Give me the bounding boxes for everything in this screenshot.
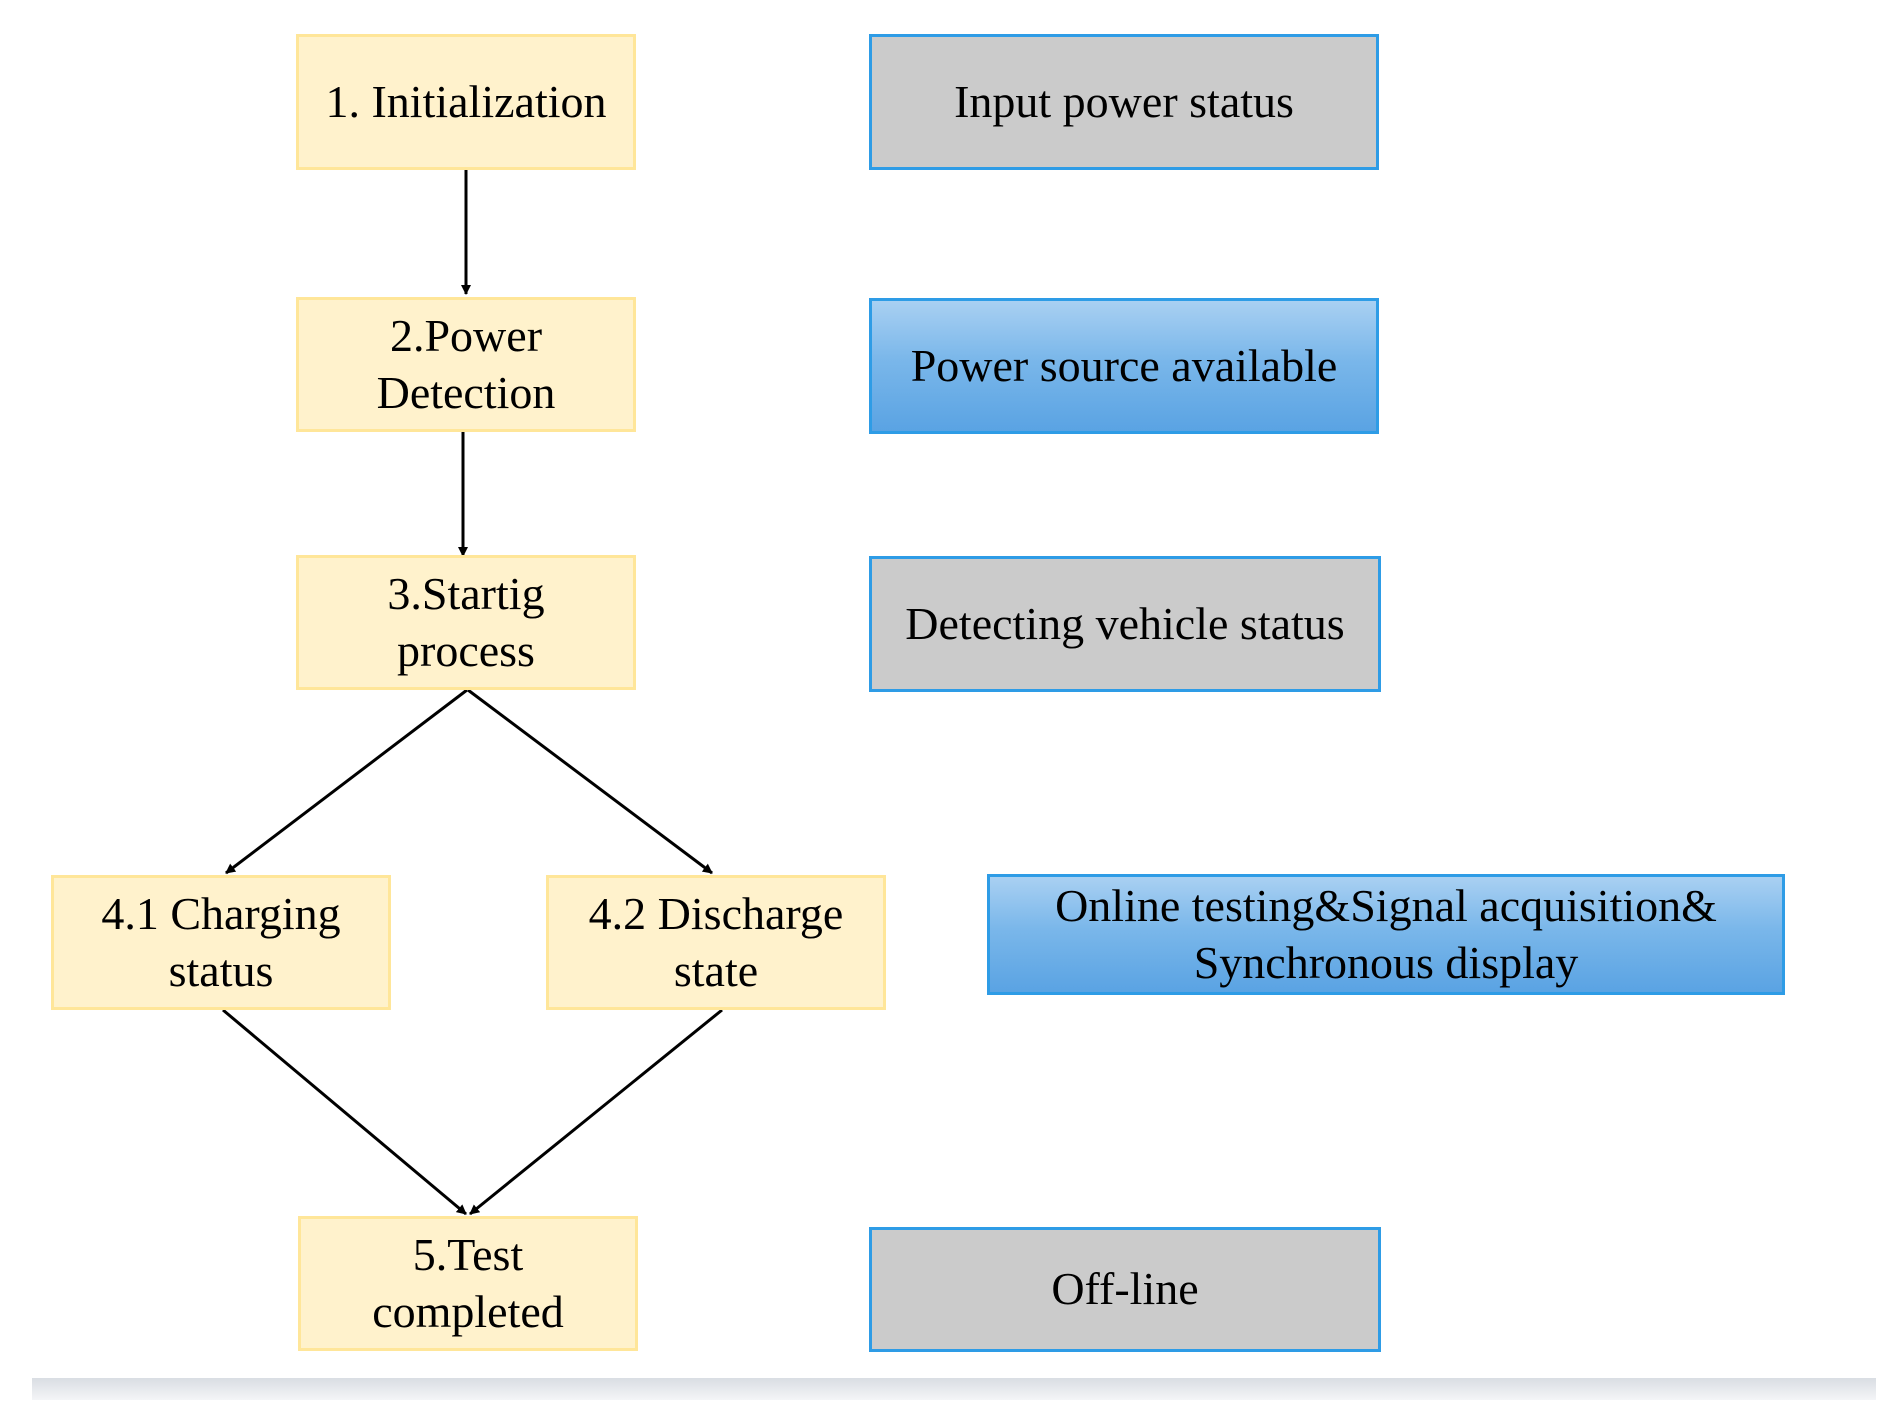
status-offline: Off-line bbox=[869, 1227, 1381, 1352]
status-detecting-vehicle-label: Detecting vehicle status bbox=[905, 597, 1345, 649]
status-power-source-available-label: Power source available bbox=[910, 339, 1338, 391]
status-online-testing: Online testing&Signal acquisition&Synchr… bbox=[987, 874, 1785, 995]
arrow-starting-to-discharge bbox=[467, 688, 713, 875]
arrow-discharge-to-completed bbox=[469, 1008, 723, 1216]
step-initialization: 1. Initialization bbox=[296, 34, 636, 170]
arrow-charging-to-completed bbox=[222, 1008, 467, 1216]
arrow-starting-to-charging bbox=[225, 688, 468, 875]
step-initialization-label: 1. Initialization bbox=[325, 75, 607, 127]
status-power-source-available: Power source available bbox=[869, 298, 1379, 434]
status-input-power-label: Input power status bbox=[954, 75, 1294, 127]
status-offline-label: Off-line bbox=[1051, 1263, 1199, 1315]
bottom-divider-bar bbox=[32, 1378, 1876, 1400]
status-detecting-vehicle: Detecting vehicle status bbox=[869, 556, 1381, 692]
status-input-power: Input power status bbox=[869, 34, 1379, 170]
status-online-testing-label: Online testing&Signal acquisition&Synchr… bbox=[1055, 880, 1717, 988]
